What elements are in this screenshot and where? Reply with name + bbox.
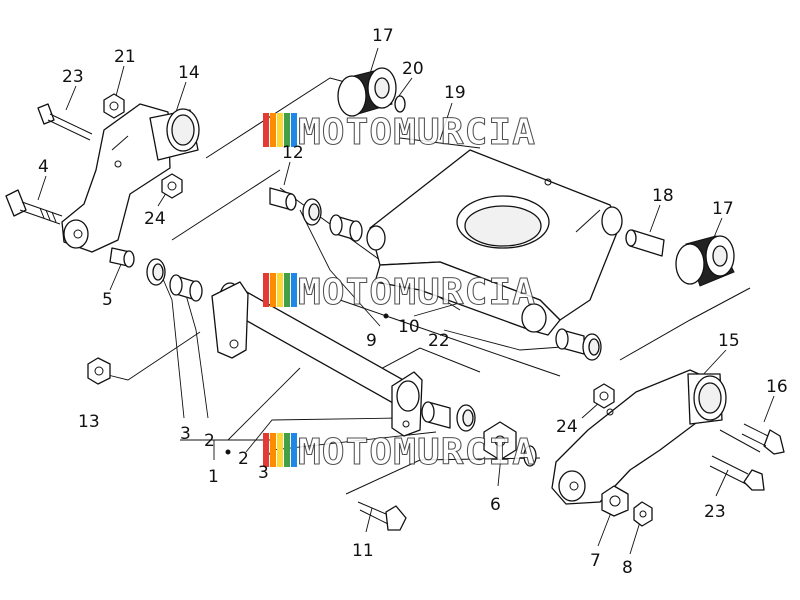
callout-17-right: 17: [712, 199, 734, 219]
callout-24-top: 24: [144, 209, 166, 229]
callout-19: 19: [444, 83, 466, 103]
callout-18: 18: [652, 186, 674, 206]
callout-4: 4: [38, 157, 49, 177]
callout-10: 10: [398, 317, 420, 337]
watermark-bottom: MOTOMURCIA: [263, 432, 536, 474]
nuts: [87, 93, 653, 527]
watermark-text: MOTOMURCIA: [298, 272, 536, 313]
callout-9: 9: [366, 331, 377, 351]
callout-labels: 17 21 20 23 14 19 12 4 18 17 24 5 10 9 2…: [38, 26, 788, 578]
callout-12: 12: [282, 143, 304, 163]
group-dot-1: [225, 449, 231, 455]
pivot-shaft: [211, 281, 423, 437]
right-mounting-bracket: [551, 369, 727, 505]
silentblock-top: [337, 67, 406, 117]
bolts: [5, 103, 785, 531]
callout-24-right: 24: [556, 417, 578, 437]
callout-11: 11: [352, 541, 374, 561]
callout-2-right: 2: [238, 449, 249, 469]
callout-23-top: 23: [62, 67, 84, 87]
callout-17-top: 17: [372, 26, 394, 46]
callout-16: 16: [766, 377, 788, 397]
silentblock-right: [675, 235, 735, 287]
watermark-middle: MOTOMURCIA: [263, 272, 536, 314]
watermark-text: MOTOMURCIA: [298, 112, 536, 153]
callout-23-right: 23: [704, 502, 726, 522]
callout-21: 21: [114, 47, 136, 67]
callout-5: 5: [102, 290, 113, 310]
callout-3-right: 3: [258, 463, 269, 483]
left-mounting-bracket: [61, 103, 200, 253]
group-dot-9: [383, 313, 389, 319]
callout-6: 6: [490, 495, 501, 515]
watermark-text: MOTOMURCIA: [298, 432, 536, 473]
callout-14: 14: [178, 63, 200, 83]
callout-1: 1: [208, 467, 219, 487]
callout-22: 22: [428, 331, 450, 351]
bushings: [109, 187, 665, 432]
callout-20: 20: [402, 59, 424, 79]
callout-15: 15: [718, 331, 740, 351]
callout-2-left: 2: [204, 431, 215, 451]
callout-7: 7: [590, 551, 601, 571]
callout-13: 13: [78, 412, 100, 432]
watermark-top: MOTOMURCIA: [263, 112, 536, 154]
swingarm-body: [366, 149, 623, 336]
callout-3-left: 3: [180, 424, 191, 444]
callout-8: 8: [622, 558, 633, 578]
